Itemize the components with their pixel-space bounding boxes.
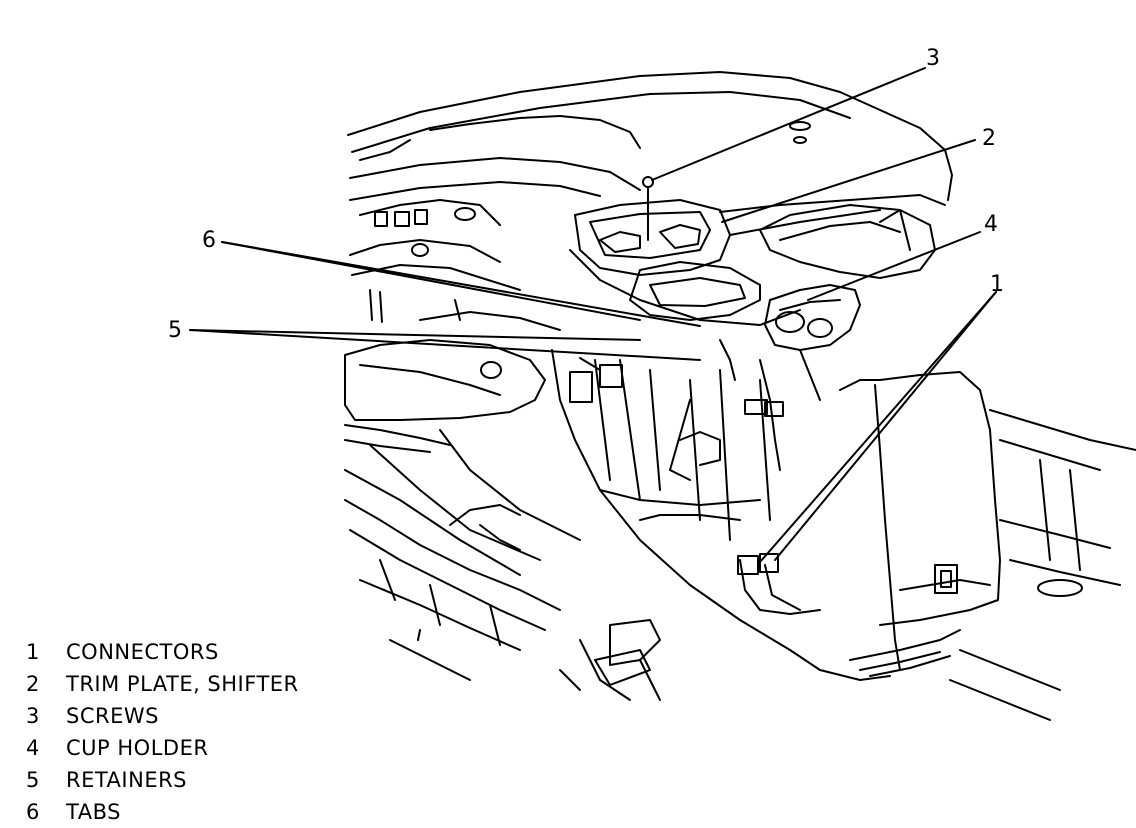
legend-label: TRIM PLATE, SHIFTER xyxy=(66,672,299,696)
legend-label: SCREWS xyxy=(66,704,159,728)
legend-number: 2 xyxy=(26,672,40,696)
callout-1: 1 xyxy=(990,272,1004,297)
legend-item: 2 TRIM PLATE, SHIFTER xyxy=(26,668,299,700)
legend-number: 4 xyxy=(26,736,40,760)
leader-line-5b xyxy=(189,329,701,361)
callout-4: 4 xyxy=(984,212,998,237)
legend-label: CONNECTORS xyxy=(66,640,219,664)
leader-line-1a xyxy=(759,291,997,563)
leader-line-3 xyxy=(651,67,926,181)
legend-item: 1 CONNECTORS xyxy=(26,636,299,668)
legend-label: RETAINERS xyxy=(66,768,188,792)
callout-6: 6 xyxy=(202,228,216,253)
left-dash-area xyxy=(349,199,561,331)
legend-label: TABS xyxy=(66,800,121,824)
floor-right xyxy=(949,409,1136,721)
leader-line-6b xyxy=(221,241,701,327)
leader-line-5a xyxy=(189,329,641,341)
floor-left xyxy=(344,499,661,701)
wiring-harness xyxy=(719,339,821,615)
legend: 1 CONNECTORS 2 TRIM PLATE, SHIFTER 3 SCR… xyxy=(26,636,299,828)
legend-number: 5 xyxy=(26,768,40,792)
legend-item: 3 SCREWS xyxy=(26,700,299,732)
leader-line-2 xyxy=(721,139,976,223)
legend-number: 6 xyxy=(26,800,40,824)
legend-number: 1 xyxy=(26,640,40,664)
leader-line-4 xyxy=(807,231,981,301)
legend-item: 5 RETAINERS xyxy=(26,764,299,796)
right-seat xyxy=(759,204,1001,677)
legend-number: 3 xyxy=(26,704,40,728)
dashboard-outline xyxy=(347,71,953,201)
screw-icon xyxy=(642,176,654,241)
legend-item: 6 TABS xyxy=(26,796,299,828)
legend-item: 4 CUP HOLDER xyxy=(26,732,299,764)
console-body xyxy=(551,194,946,681)
leader-lines xyxy=(189,67,997,563)
callout-3: 3 xyxy=(926,46,940,71)
callout-2: 2 xyxy=(982,126,996,151)
leader-line-1b xyxy=(774,291,997,561)
steering-column-area xyxy=(344,339,581,576)
legend-label: CUP HOLDER xyxy=(66,736,209,760)
callout-5: 5 xyxy=(168,318,182,343)
cup-holder xyxy=(744,284,861,471)
